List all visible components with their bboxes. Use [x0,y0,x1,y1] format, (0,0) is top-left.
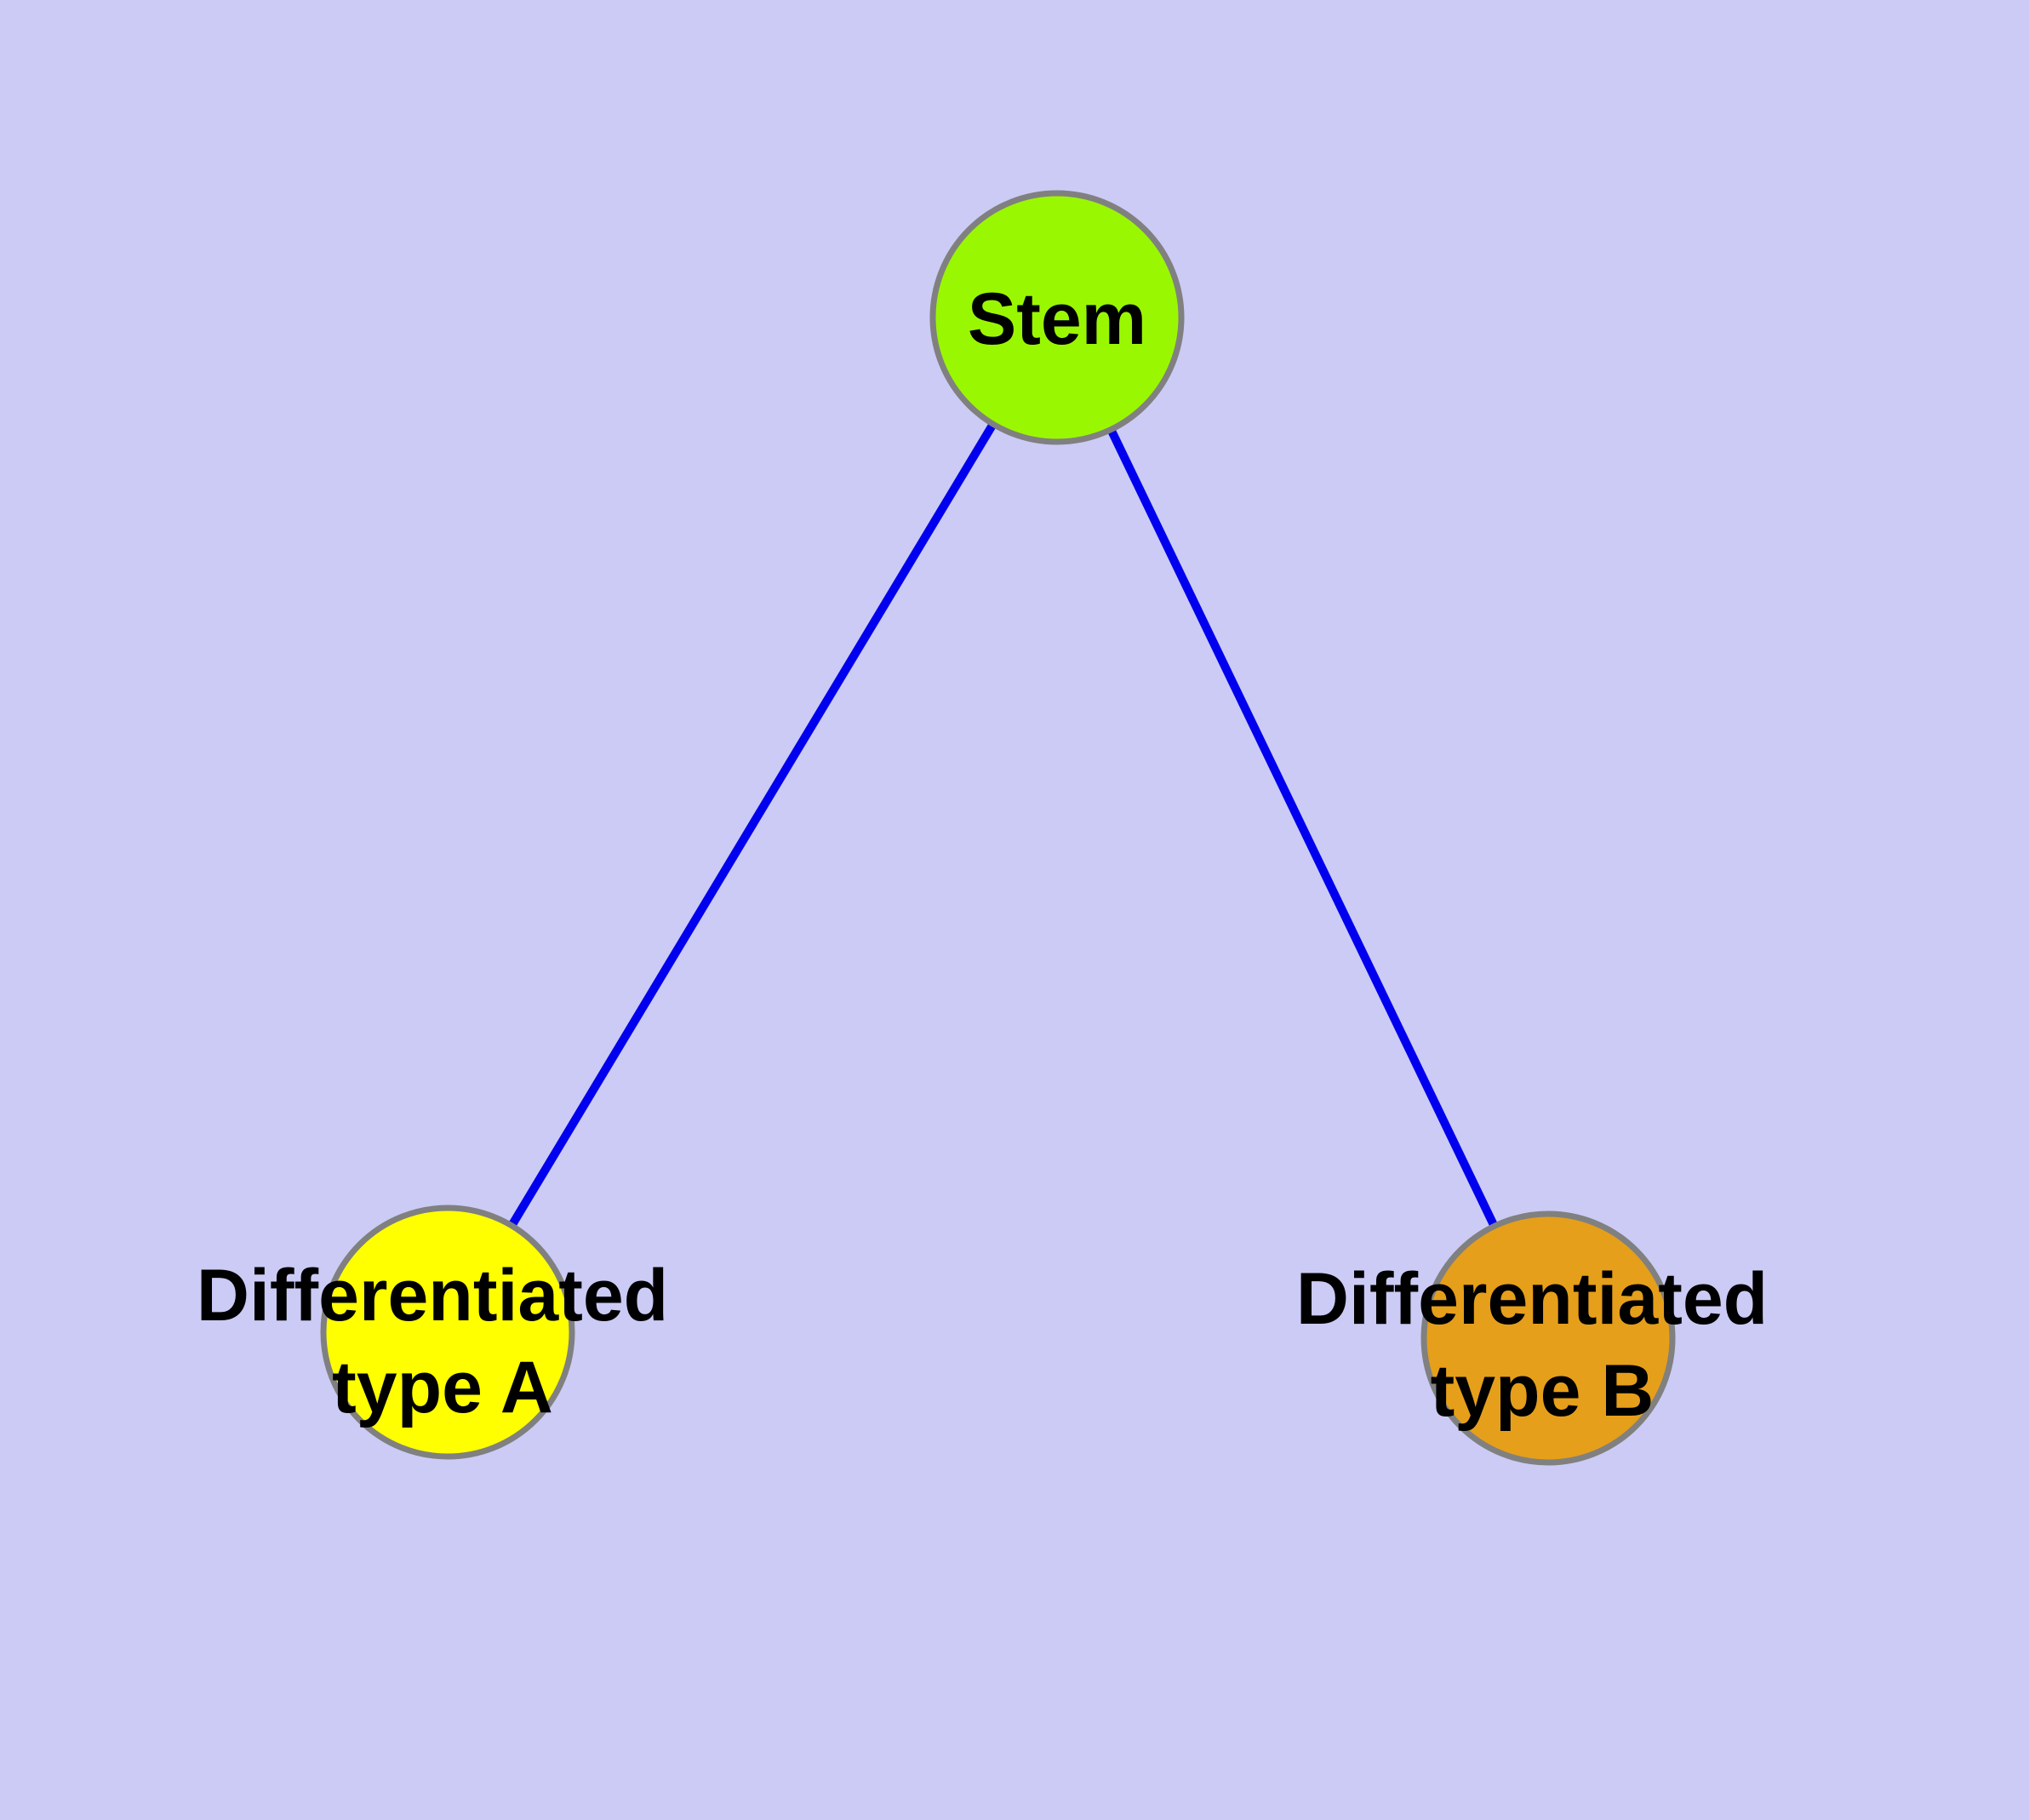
node-type-a-label: Differentiated type A [197,1255,689,1428]
edge-stem-to-type-b [1053,315,1552,1341]
node-type-a-label-line: type A [332,1347,553,1428]
node-stem-label-line: Stem [968,278,1146,360]
node-type-a-circle [320,1205,575,1460]
node-type-b-circle [1420,1210,1676,1466]
node-type-b-label-line: Differentiated [1296,1258,1768,1340]
node-type-a-label-line: Differentiated [197,1255,668,1336]
node-stem-circle [929,190,1185,445]
node-type-b-label-line: type B [1431,1350,1655,1432]
node-type-b-label: Differentiated type B [1296,1258,1788,1432]
edge-stem-to-type-a [443,315,1061,1335]
node-stem-label: Stem [968,278,1146,360]
